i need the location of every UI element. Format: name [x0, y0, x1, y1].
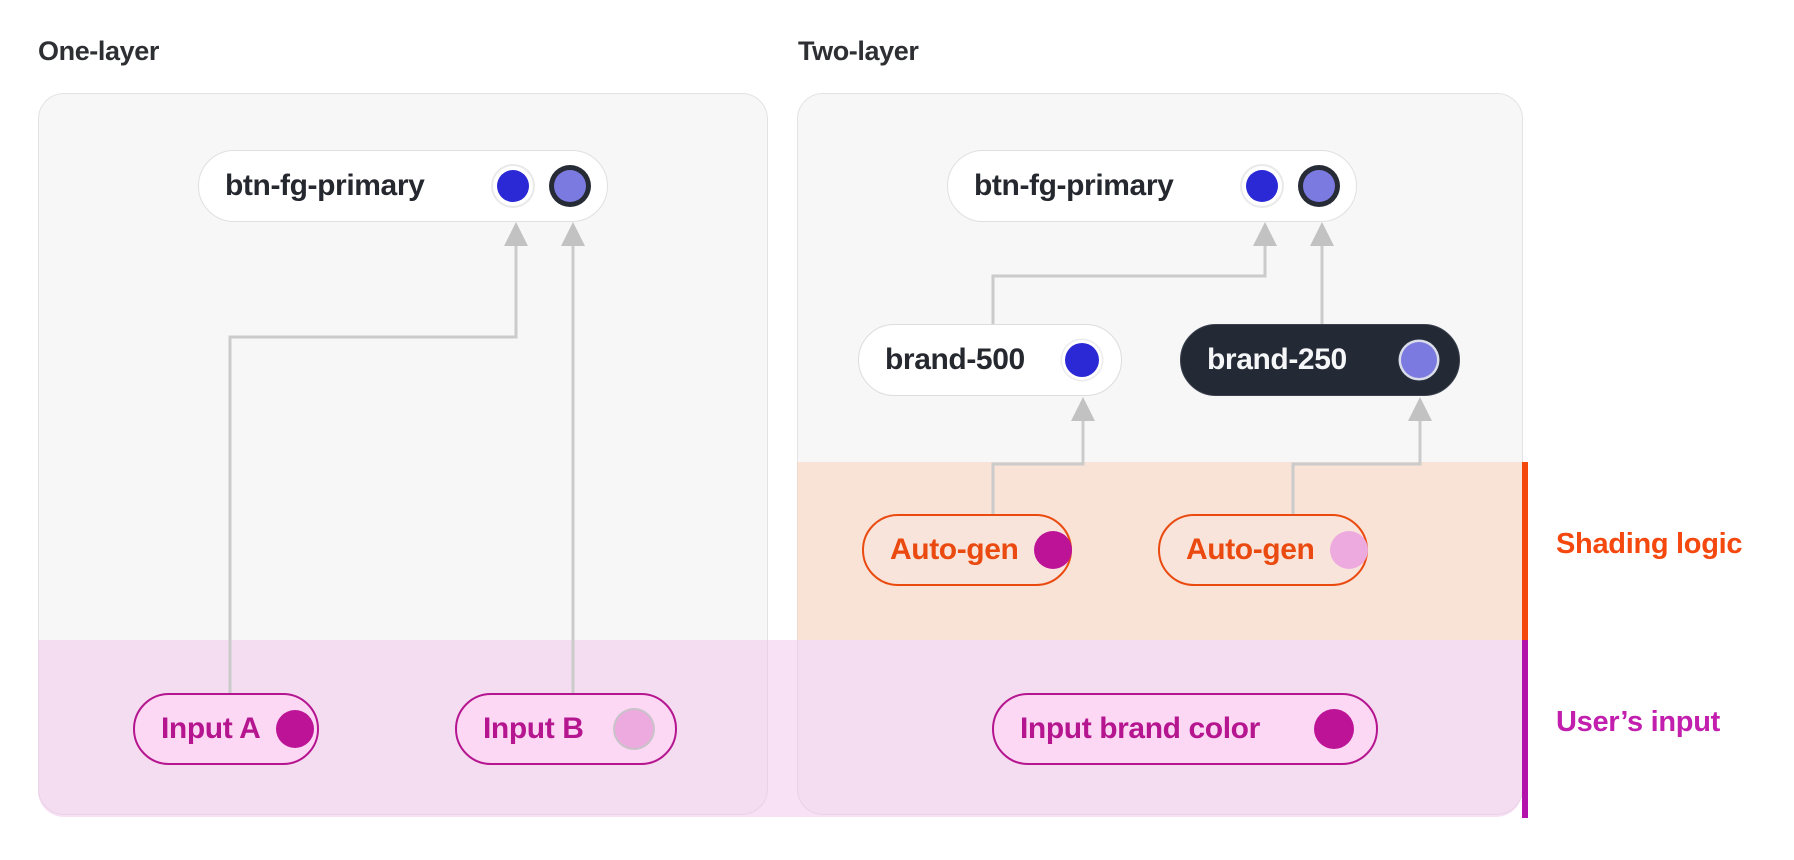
panel-title-one-layer: One-layer [38, 36, 159, 66]
input-a-pill: Input A [133, 693, 319, 765]
auto-gen-label: Auto-gen [1186, 533, 1315, 566]
arrowhead-icon [504, 222, 528, 246]
panel-title-two-layer: Two-layer [798, 36, 919, 66]
swatch-brand-250 [1401, 342, 1437, 378]
token-label: brand-500 [885, 343, 1025, 376]
input-label: Input B [483, 712, 584, 745]
arrowhead-icon [561, 222, 585, 246]
token-label: btn-fg-primary [974, 169, 1174, 202]
swatch-light-mode [1246, 170, 1278, 202]
shading-logic-bar [1522, 462, 1528, 640]
legend-label-shading-logic: Shading logic [1556, 528, 1743, 560]
swatch-auto-gen-1 [1034, 531, 1073, 569]
token-pill-btn-fg-primary-two-layer: btn-fg-primary [947, 150, 1357, 222]
swatch-input-a [276, 710, 315, 748]
token-label: brand-250 [1207, 343, 1347, 376]
connector-autogen1-to-brand500 [991, 419, 1085, 515]
input-brand-color-pill: Input brand color [992, 693, 1378, 765]
swatch-dark-mode [1303, 170, 1335, 202]
arrowhead-icon [1310, 222, 1334, 246]
users-input-bar [1522, 640, 1528, 818]
arrowhead-icon [1408, 397, 1432, 421]
token-label: btn-fg-primary [225, 169, 425, 202]
token-swatches [497, 170, 593, 202]
connector-autogen2-to-brand250 [1291, 419, 1422, 515]
token-pill-btn-fg-primary-one-layer: btn-fg-primary [198, 150, 608, 222]
swatch-input-b [615, 710, 653, 748]
input-label: Input A [161, 712, 261, 745]
brand-250-pill: brand-250 [1180, 324, 1460, 396]
input-b-pill: Input B [455, 693, 677, 765]
swatch-light-mode [497, 170, 529, 202]
connector-brand500-to-btn [991, 244, 1267, 325]
swatch-input-brand-color [1314, 709, 1354, 749]
auto-gen-label: Auto-gen [890, 533, 1019, 566]
auto-gen-pill-2: Auto-gen [1158, 514, 1369, 586]
auto-gen-pill-1: Auto-gen [862, 514, 1073, 586]
input-label: Input brand color [1020, 712, 1260, 745]
token-swatches [1246, 170, 1342, 202]
brand-500-pill: brand-500 [858, 324, 1122, 396]
arrowhead-icon [1071, 397, 1095, 421]
swatch-dark-mode [554, 170, 586, 202]
connector-inputA-to-btn [228, 244, 518, 693]
swatch-brand-500 [1065, 343, 1099, 377]
swatch-auto-gen-2 [1330, 531, 1369, 569]
arrowhead-icon [1253, 222, 1277, 246]
legend-label-users-input: User’s input [1556, 706, 1720, 738]
